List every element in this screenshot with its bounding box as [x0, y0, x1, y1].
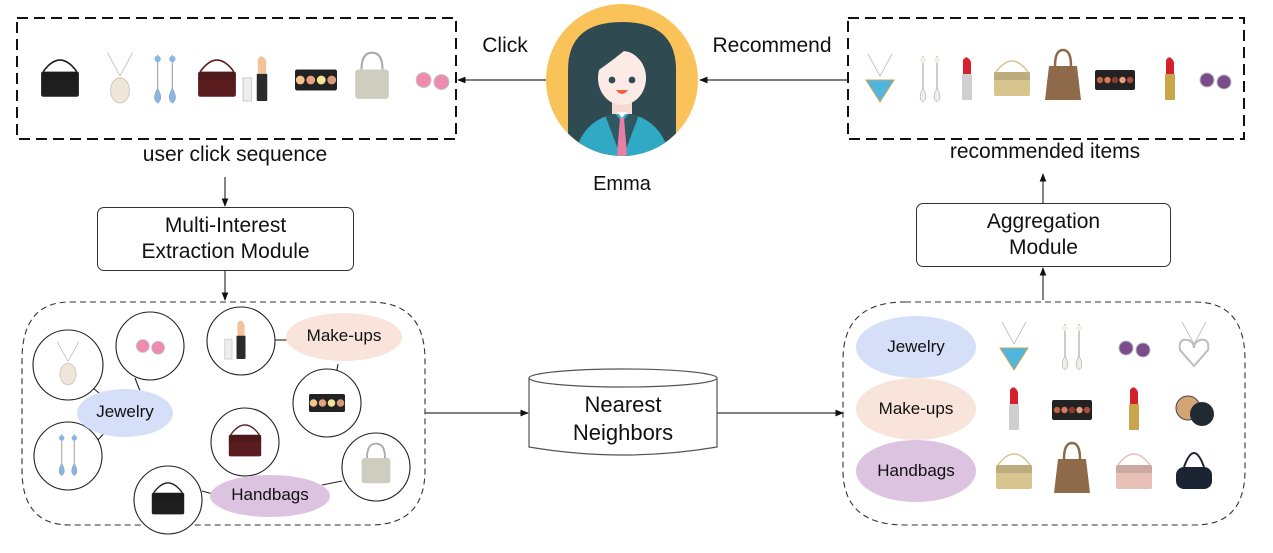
aggregation-module-line1: Aggregation	[986, 210, 1101, 233]
interest-handbags-label: Handbags	[231, 485, 309, 504]
eyeshadow-palette-large-icon	[1052, 400, 1092, 420]
neighbor-grid-container	[842, 301, 1246, 526]
click-edge-label: Click	[482, 34, 528, 57]
click-sequence-caption: user click sequence	[142, 143, 328, 166]
pink-stud-earrings-icon	[136, 339, 165, 355]
blue-drop-earrings-icon	[58, 434, 78, 477]
eyeshadow-palette-icon	[295, 69, 337, 91]
interest-handbags-node	[210, 475, 330, 517]
nearest-neighbors-database	[528, 368, 718, 456]
amethyst-stud-earrings-icon	[1118, 340, 1151, 358]
grid-jewelry-label: Jewelry	[887, 337, 945, 356]
pearl-drop-earrings-icon	[919, 56, 941, 103]
red-lipstick-silver-icon	[1009, 387, 1019, 430]
user-avatar-icon	[568, 22, 676, 156]
graph-item-node	[33, 421, 103, 491]
aggregation-module-line2: Module	[1009, 236, 1078, 259]
user-name: Emma	[593, 173, 651, 195]
burgundy-shoulder-bag-icon	[228, 424, 262, 457]
navy-shoulder-bag-icon	[1176, 452, 1212, 489]
click-sequence-box	[16, 17, 457, 140]
grid-jewelry-label-bg	[856, 316, 976, 378]
graph-item-node	[115, 311, 185, 381]
blue-topaz-pendant-icon	[865, 53, 895, 103]
gold-wallet-bag-icon	[994, 60, 1030, 96]
brown-tote-bag-icon	[1054, 441, 1090, 493]
nearest-neighbors-line2: Neighbors	[572, 420, 674, 445]
recommended-items-caption: recommended items	[949, 140, 1141, 163]
interest-jewelry-node	[77, 389, 173, 437]
blue-drop-earrings-icon	[154, 54, 176, 104]
grid-makeups-label: Make-ups	[878, 399, 954, 418]
red-lipstick-silver-icon	[962, 57, 972, 100]
grid-handbags-label-bg	[856, 440, 976, 502]
grid-makeups-label-bg	[856, 378, 976, 440]
brown-tote-bag-icon	[1045, 48, 1081, 100]
nude-lipstick-icon	[242, 56, 268, 102]
eyeshadow-palette-large-icon	[1095, 70, 1135, 90]
burgundy-shoulder-bag-icon	[198, 59, 236, 97]
pearl-pendant-icon	[107, 52, 133, 104]
pearl-drop-earrings-icon	[1061, 324, 1083, 371]
pink-stud-earrings-icon	[415, 72, 450, 90]
blue-topaz-pendant-icon	[999, 321, 1029, 371]
recommend-edge-label: Recommend	[712, 34, 832, 57]
multi-interest-extraction-module: Multi-Interest Extraction Module	[97, 207, 354, 271]
user-avatar	[546, 4, 698, 156]
nude-lipstick-icon	[224, 320, 246, 360]
extraction-module-line1: Multi-Interest	[164, 214, 287, 237]
interest-graph-container	[21, 301, 426, 526]
nearest-neighbors-label: Nearest Neighbors	[529, 391, 717, 447]
silver-handbag-icon	[355, 51, 389, 99]
compact-powder-icon	[1175, 395, 1214, 426]
grid-handbags-label: Handbags	[877, 461, 955, 480]
red-lipstick-gold-icon	[1165, 57, 1175, 100]
black-clutch-bag-icon	[41, 59, 79, 97]
gold-wallet-bag-icon	[996, 453, 1032, 489]
interest-jewelry-label: Jewelry	[96, 402, 154, 421]
interest-makeups-label: Make-ups	[306, 326, 382, 345]
pearl-pendant-icon	[56, 341, 80, 386]
recommended-items-box	[847, 17, 1245, 140]
red-lipstick-gold-icon	[1129, 387, 1139, 430]
aggregation-module: Aggregation Module	[916, 203, 1171, 267]
pink-crossbody-bag-icon	[1116, 453, 1152, 489]
extraction-module-line2: Extraction Module	[141, 240, 310, 263]
amethyst-stud-earrings-icon	[1199, 72, 1232, 90]
nearest-neighbors-line1: Nearest	[584, 392, 662, 417]
interest-makeups-node	[286, 313, 402, 361]
heart-pendant-necklace-icon	[1178, 321, 1210, 368]
black-clutch-bag-icon	[151, 482, 185, 515]
silver-handbag-icon	[361, 442, 391, 484]
eyeshadow-palette-icon	[309, 394, 345, 412]
